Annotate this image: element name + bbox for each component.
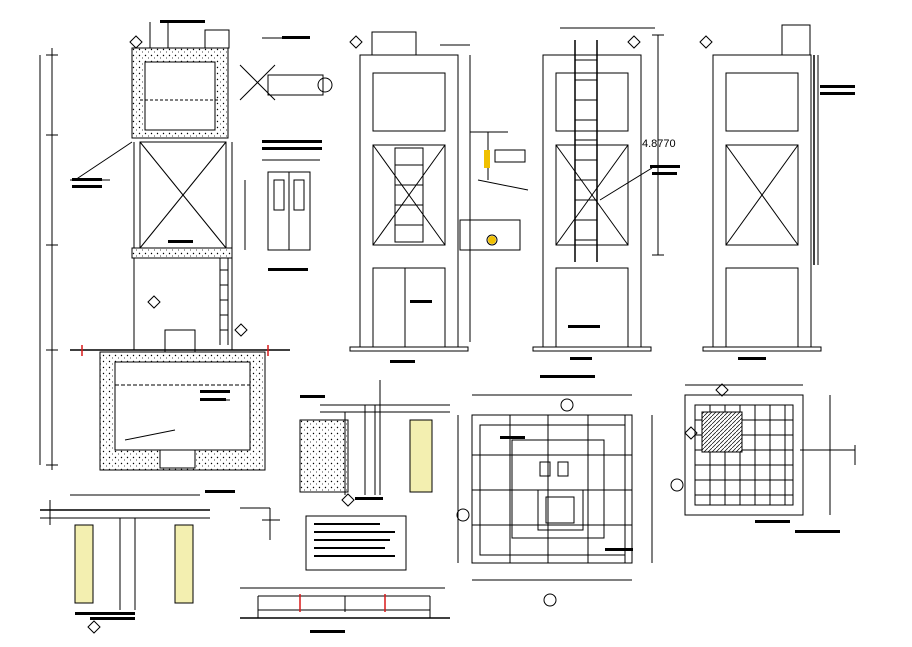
- highlight-bolt: [488, 236, 496, 244]
- notes-box: [305, 515, 407, 571]
- highlight-clamp: [484, 150, 490, 168]
- floor-plan-view: [456, 394, 684, 607]
- trench-section: [240, 587, 450, 619]
- elevation-side-3: [702, 24, 822, 352]
- door-detail: [244, 159, 320, 251]
- valve-detail: [239, 37, 333, 101]
- tank-section-view: [39, 22, 290, 471]
- height-dimension-label: 4.8770: [642, 138, 676, 150]
- slab-section-detail: [40, 494, 210, 610]
- connection-detail: [240, 507, 280, 540]
- elevation-front-2: [532, 27, 664, 352]
- anchor-detail: [459, 131, 529, 251]
- foundation-section: [299, 380, 450, 495]
- foundation-plan-view: [684, 384, 856, 516]
- elevation-front-1: [349, 31, 471, 352]
- callout-markers: [87, 35, 729, 634]
- annotation-labels: [72, 20, 855, 633]
